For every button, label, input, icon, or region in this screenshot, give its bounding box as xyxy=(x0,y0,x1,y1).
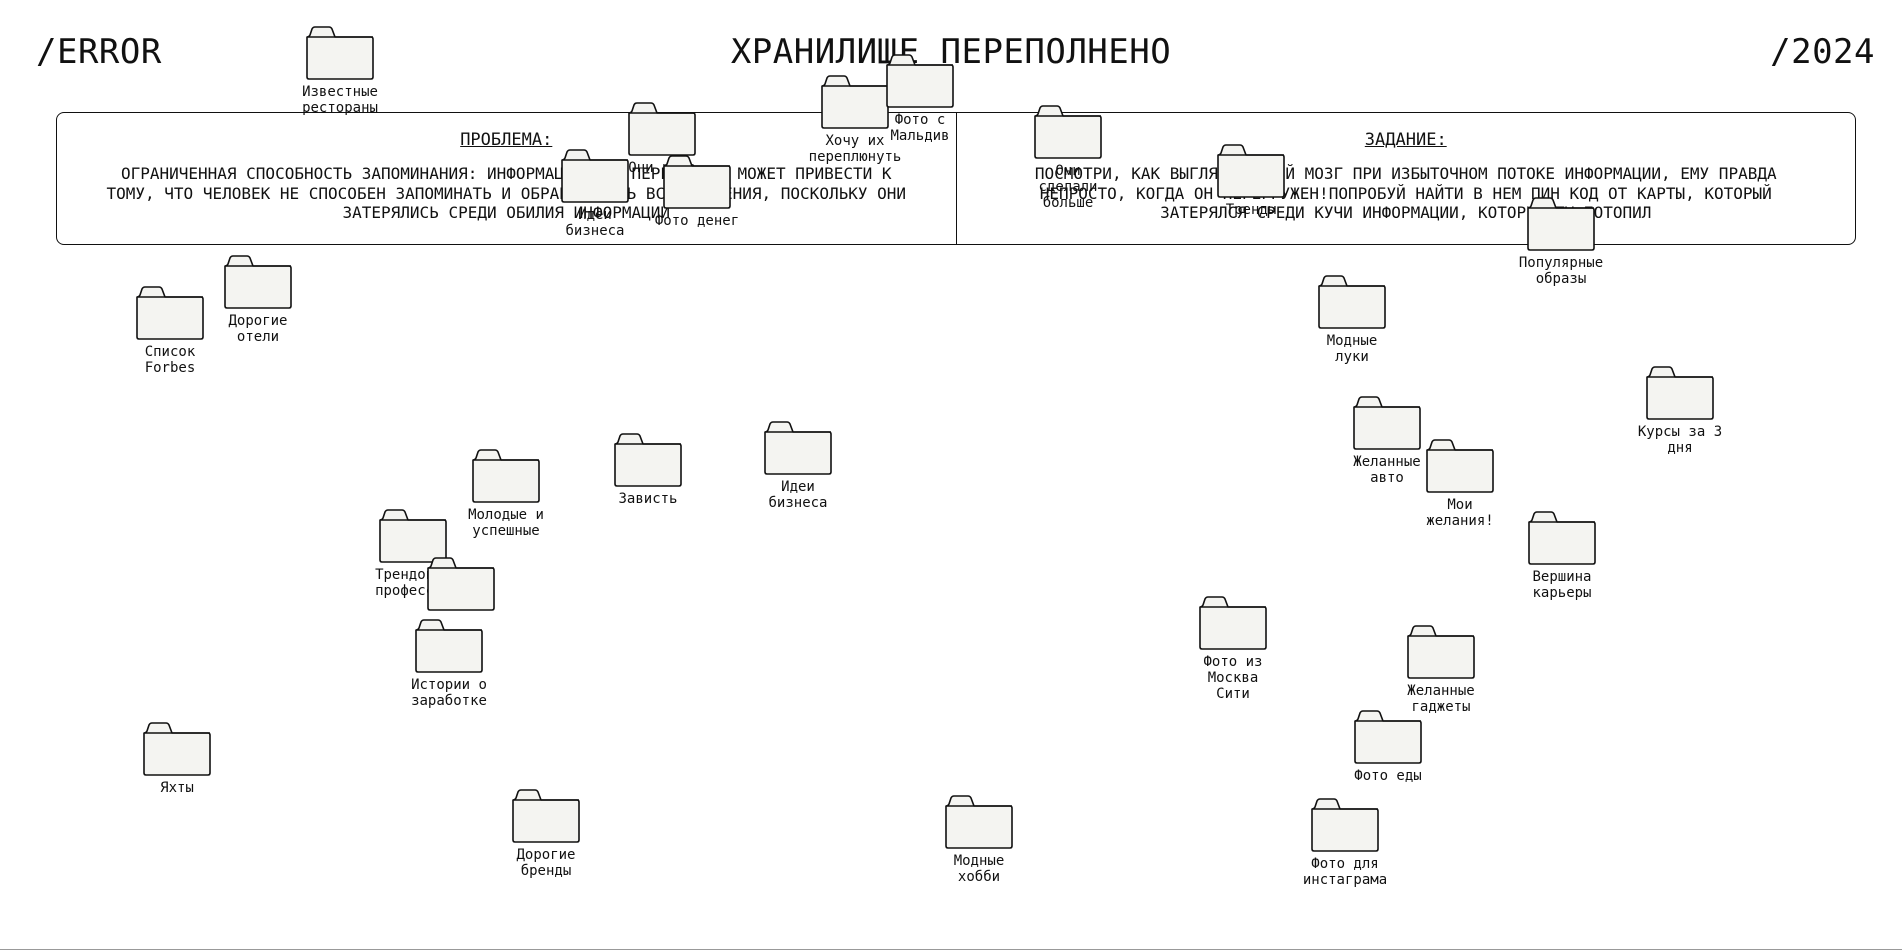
folder-3-day-courses[interactable]: Курсы за 3 дня xyxy=(1624,365,1736,456)
folder-icon xyxy=(1527,197,1595,251)
folder-desired-cars[interactable]: Желанные авто xyxy=(1331,395,1443,486)
folder-envy[interactable]: Зависть xyxy=(592,432,704,507)
folder-label: Желанные авто xyxy=(1353,454,1421,486)
folder-label: Молодые и успешные xyxy=(468,507,544,539)
folder-icon xyxy=(143,722,211,776)
folder-trends[interactable]: Тренды xyxy=(1195,143,1307,218)
folder-icon xyxy=(821,75,889,129)
folder-icon xyxy=(512,789,580,843)
folder-label: Яхты xyxy=(160,780,194,796)
folder-label: Идеи бизнеса xyxy=(768,479,828,511)
folder-icon xyxy=(415,619,483,673)
folder-icon xyxy=(427,557,495,611)
folder-expensive-hotels[interactable]: Дорогие отели xyxy=(202,254,314,345)
folder-icon xyxy=(379,509,447,563)
folder-business-ideas-middle[interactable]: Идеи бизнеса xyxy=(742,420,854,511)
folder-label: Известные рестораны xyxy=(302,84,378,116)
task-heading: ЗАДАНИЕ: xyxy=(1364,130,1447,150)
folder-icon xyxy=(1199,596,1267,650)
folder-label: Идеи бизнеса xyxy=(565,207,625,239)
folder-icon xyxy=(628,102,696,156)
folder-icon xyxy=(1217,144,1285,198)
folder-icon xyxy=(306,26,374,80)
folder-label: Вершина карьеры xyxy=(1532,569,1592,601)
header-year-label: /2024 xyxy=(1770,32,1875,72)
folder-label: Фото денег xyxy=(654,213,740,229)
folder-maldives-photos[interactable]: Фото с Мальдив xyxy=(864,53,976,144)
folder-icon xyxy=(764,421,832,475)
folder-business-ideas-top[interactable]: Идеи бизнеса xyxy=(539,148,651,239)
folder-my-wishes[interactable]: Мои желания! xyxy=(1404,438,1516,529)
folder-label: Курсы за 3 дня xyxy=(1637,424,1723,456)
folder-outdo-them[interactable]: Хочу их переплюнуть xyxy=(799,74,911,165)
folder-icon xyxy=(1353,396,1421,450)
folder-label: Модные луки xyxy=(1326,333,1378,365)
folder-icon xyxy=(663,155,731,209)
folder-icon xyxy=(224,255,292,309)
folder-icon xyxy=(472,449,540,503)
folder-icon xyxy=(1354,710,1422,764)
folder-icon xyxy=(136,286,204,340)
folder-popular-looks[interactable]: Популярные образы xyxy=(1505,196,1617,287)
folder-label: Фото для инстаграма xyxy=(1302,856,1388,888)
folder-they-are-cooler[interactable]: Они руче xyxy=(606,101,718,176)
header-error-label: /ERROR xyxy=(36,32,162,72)
folder-famous-restaurants[interactable]: Известные рестораны xyxy=(284,25,396,116)
folder-label: Тренды xyxy=(1225,202,1277,218)
folder-food-photos[interactable]: Фото еды xyxy=(1332,709,1444,784)
folder-icon xyxy=(886,54,954,108)
folder-desired-gadgets[interactable]: Желанные гаджеты xyxy=(1385,624,1497,715)
folder-label: Они сделали больше xyxy=(1038,163,1098,211)
folder-they-did-more[interactable]: Они сделали больше xyxy=(1012,104,1124,211)
folder-label: Список Forbes xyxy=(144,344,196,376)
folder-icon xyxy=(945,795,1013,849)
folder-icon xyxy=(1407,625,1475,679)
folder-earning-stories[interactable]: Истории о заработке xyxy=(393,618,505,709)
folder-yachts[interactable]: Яхты xyxy=(121,721,233,796)
folder-label: Желанные гаджеты xyxy=(1407,683,1475,715)
folder-young-successful[interactable]: Молодые и успешные xyxy=(450,448,562,539)
folder-label: Фото с Мальдив xyxy=(890,112,950,144)
problem-text: ОГРАНИЧЕННАЯ СПОСОБНОСТЬ ЗАПОМИНАНИЯ: ИН… xyxy=(106,164,907,222)
folder-money-photos[interactable]: Фото денег xyxy=(641,154,753,229)
folder-expensive-brands[interactable]: Дорогие бренды xyxy=(490,788,602,879)
folder-icon xyxy=(1318,275,1386,329)
folder-label: Модные хобби xyxy=(953,853,1005,885)
folder-forbes-list[interactable]: Список Forbes xyxy=(114,285,226,376)
folder-label: Фото из Москва Сити xyxy=(1203,654,1263,702)
folder-icon xyxy=(1426,439,1494,493)
folder-fashion-looks[interactable]: Модные луки xyxy=(1296,274,1408,365)
folder-label: Дорогие отели xyxy=(228,313,288,345)
folder-label: Истории о заработке xyxy=(411,677,487,709)
folder-moscow-city-photos[interactable]: Фото из Москва Сити xyxy=(1177,595,1289,702)
folder-unlabeled[interactable] xyxy=(405,556,517,615)
folder-icon xyxy=(614,433,682,487)
folder-label: Популярные образы xyxy=(1518,255,1604,287)
folder-instagram-photos[interactable]: Фото для инстаграма xyxy=(1289,797,1401,888)
folder-label: Мои желания! xyxy=(1426,497,1494,529)
folder-label: Хочу их переплюнуть xyxy=(808,133,902,165)
folder-label: Зависть xyxy=(618,491,678,507)
folder-icon xyxy=(1311,798,1379,852)
folder-fashion-hobbies[interactable]: Модные хобби xyxy=(923,794,1035,885)
problem-heading: ПРОБЛЕМА: xyxy=(460,130,553,150)
folder-icon xyxy=(1528,511,1596,565)
folder-icon xyxy=(1646,366,1714,420)
folder-label: Фото еды xyxy=(1354,768,1422,784)
folder-career-peak[interactable]: Вершина карьеры xyxy=(1506,510,1618,601)
folder-icon xyxy=(1034,105,1102,159)
folder-icon xyxy=(561,149,629,203)
folder-label: Дорогие бренды xyxy=(516,847,576,879)
